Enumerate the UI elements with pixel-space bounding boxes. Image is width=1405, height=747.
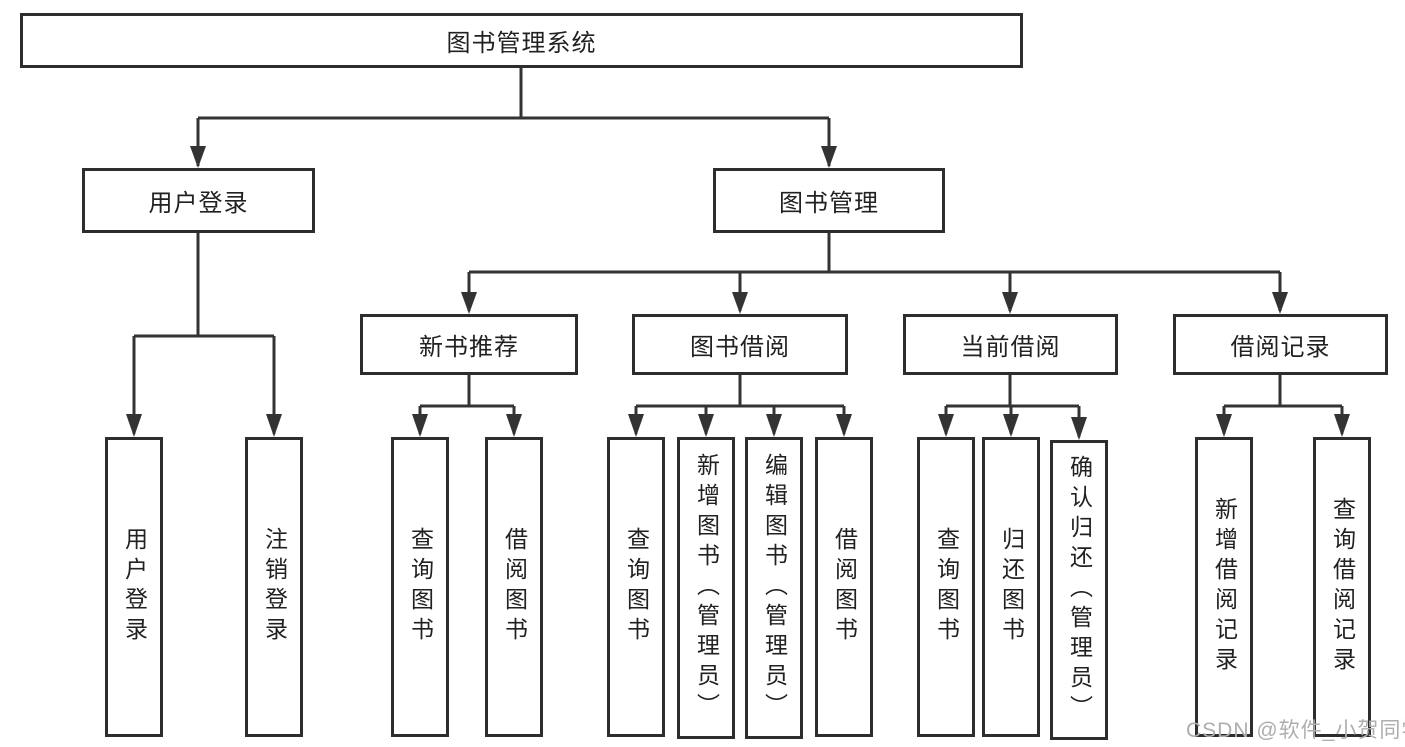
node-cb-query-book: 查询图书	[917, 437, 975, 737]
node-book-borrow: 图书借阅	[632, 314, 848, 375]
csdn-watermark: CSDN @软件_小贺同学	[1186, 719, 1405, 742]
node-cb-return-book: 归还图书	[982, 437, 1040, 737]
node-user-login-leaf: 用户登录	[105, 437, 163, 737]
node-nb-borrow-book-label: 借阅图书	[501, 527, 528, 647]
node-book-management: 图书管理	[713, 168, 945, 233]
node-bb-query-book: 查询图书	[607, 437, 665, 737]
node-bb-add-book: 新增图书（管理员）	[677, 437, 735, 739]
node-bb-edit-book: 编辑图书（管理员）	[745, 437, 803, 739]
node-br-add-record-label: 新增借阅记录	[1211, 497, 1238, 677]
node-bb-borrow-book: 借阅图书	[815, 437, 873, 737]
node-cb-return-book-label: 归还图书	[998, 527, 1025, 647]
node-logout-leaf-label: 注销登录	[261, 527, 288, 647]
node-current-borrow: 当前借阅	[903, 314, 1118, 375]
node-root-label: 图书管理系统	[446, 30, 597, 57]
node-nb-borrow-book: 借阅图书	[485, 437, 543, 737]
node-logout-leaf: 注销登录	[245, 437, 303, 737]
node-nb-query-book: 查询图书	[391, 437, 449, 737]
node-borrow-records: 借阅记录	[1173, 314, 1388, 375]
node-user-login-label: 用户登录	[148, 190, 249, 217]
node-user-login-leaf-label: 用户登录	[121, 527, 148, 647]
node-borrow-records-label: 借阅记录	[1230, 334, 1331, 361]
node-book-management-label: 图书管理	[779, 190, 879, 217]
node-cb-confirm-return-label: 确认归还（管理员）	[1066, 455, 1093, 725]
node-current-borrow-label: 当前借阅	[960, 334, 1061, 361]
node-bb-borrow-book-label: 借阅图书	[831, 527, 858, 647]
node-cb-confirm-return: 确认归还（管理员）	[1050, 440, 1108, 740]
node-root: 图书管理系统	[20, 13, 1023, 68]
node-bb-add-book-label: 新增图书（管理员）	[693, 453, 720, 723]
node-bb-query-book-label: 查询图书	[623, 527, 650, 647]
node-book-borrow-label: 图书借阅	[690, 334, 790, 361]
node-nb-query-book-label: 查询图书	[407, 527, 434, 647]
node-br-add-record: 新增借阅记录	[1195, 437, 1253, 737]
node-br-query-record-label: 查询借阅记录	[1329, 497, 1356, 677]
node-cb-query-book-label: 查询图书	[933, 527, 960, 647]
node-br-query-record: 查询借阅记录	[1313, 437, 1371, 737]
node-user-login: 用户登录	[82, 168, 315, 233]
node-bb-edit-book-label: 编辑图书（管理员）	[761, 453, 788, 723]
node-new-book-recommend: 新书推荐	[360, 314, 578, 375]
node-new-book-recommend-label: 新书推荐	[419, 334, 519, 361]
